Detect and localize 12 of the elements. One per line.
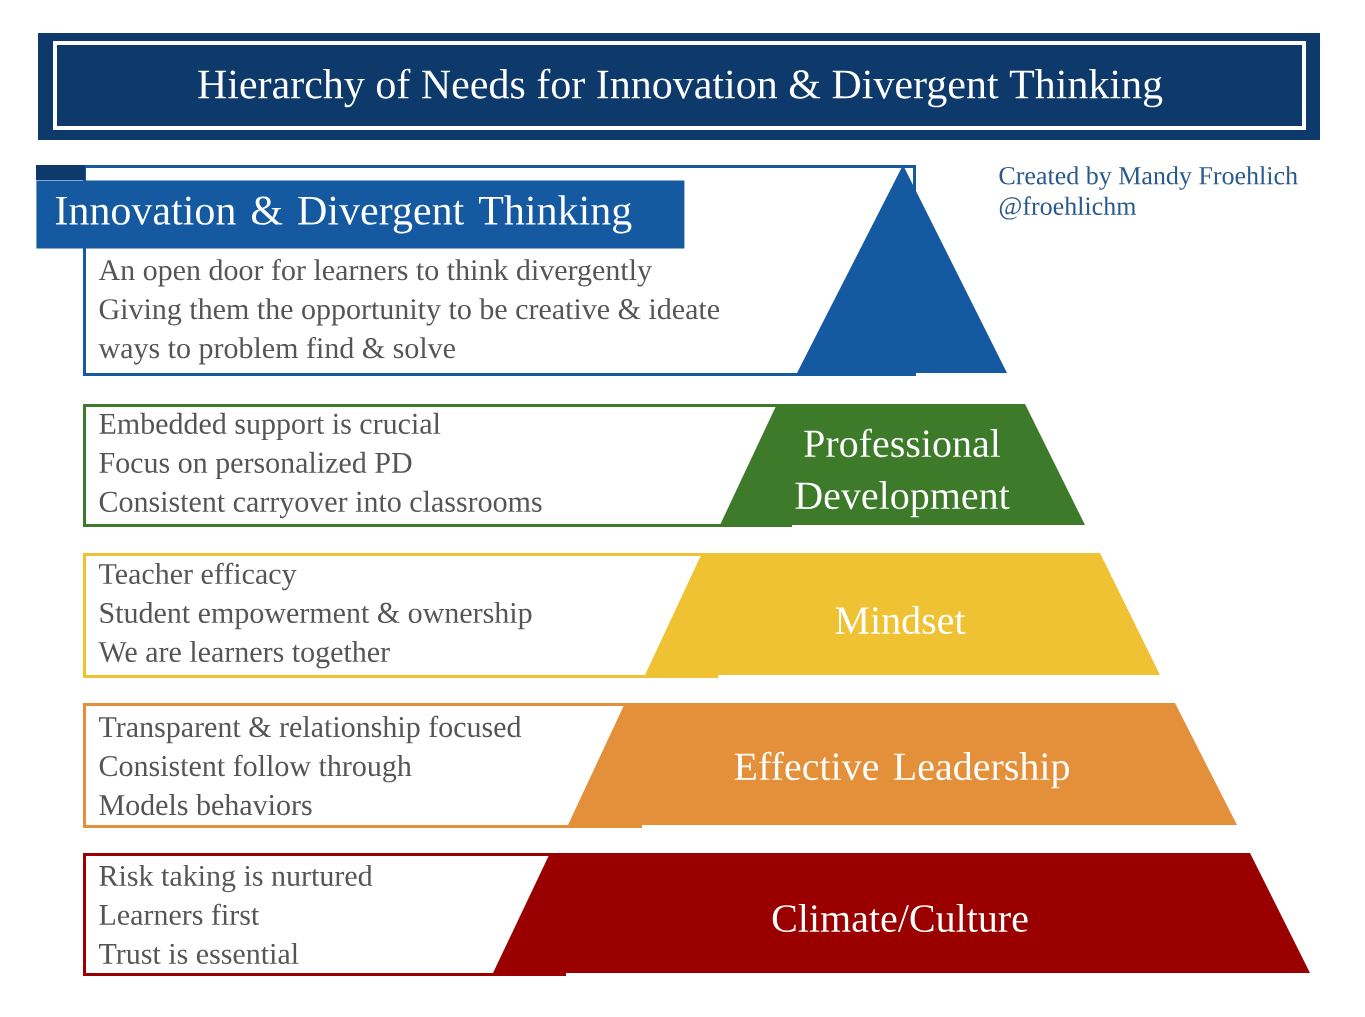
title-banner: Hierarchy of Needs for Innovation & Divergent Thinking (38, 33, 1320, 140)
text-box: Transparent & relationship focused Consistent follow through Models behaviors (83, 703, 642, 828)
heading-band: Innovation & Divergent Thinking (36, 165, 685, 249)
pyramid-level: Professional Development (720, 404, 1085, 525)
pyramid-level: Climate/Culture (493, 853, 1310, 973)
text-box: Embedded support is crucial Focus on personalized PD Consistent carryover into classrooms (83, 404, 792, 527)
text-box: Risk taking is nurtured Learners first Trust is essential (83, 853, 566, 976)
pyramid-level: Mindset (645, 553, 1160, 675)
text-box: Teacher efficacy Student empowerment & ownership We are learners together (83, 553, 718, 678)
pyramid-level: Effective Leadership (568, 703, 1237, 825)
credit-text: @froehlichm (999, 196, 1137, 220)
credit-text: Created by Mandy Froehlich (999, 166, 1298, 190)
